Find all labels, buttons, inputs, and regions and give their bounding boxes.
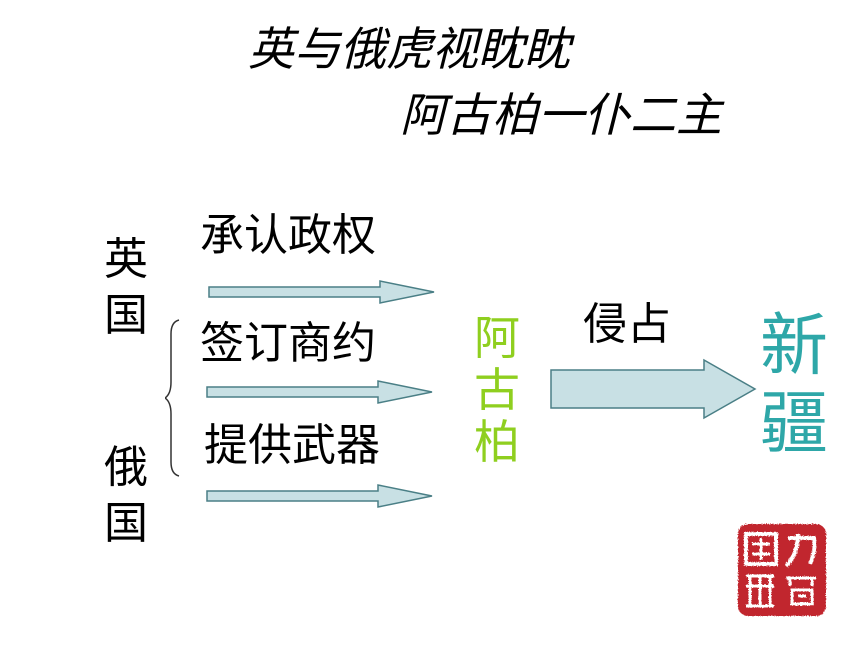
seal-icon [738,524,826,616]
russia-label: 俄国 [104,442,148,549]
action-weapons: 提供武器 [204,420,380,471]
agubo-label: 阿古柏 [474,311,520,469]
invade-label: 侵占 [583,299,671,350]
xinjiang-label: 新疆 [759,307,828,464]
arrow-2-icon [206,380,433,404]
action-recognize: 承认政权 [200,210,376,261]
arrow-3-icon [206,484,433,508]
seal-stamp [734,520,830,620]
title-line-2: 阿古柏一仆二主 [400,88,722,142]
title-line-1: 英与俄虎视眈眈 [248,22,570,76]
action-treaty: 签订商约 [200,318,376,369]
arrow-1-icon [208,280,435,304]
brace-icon [165,319,180,477]
invade-arrow-icon [550,358,757,420]
britain-label: 英国 [104,234,148,341]
